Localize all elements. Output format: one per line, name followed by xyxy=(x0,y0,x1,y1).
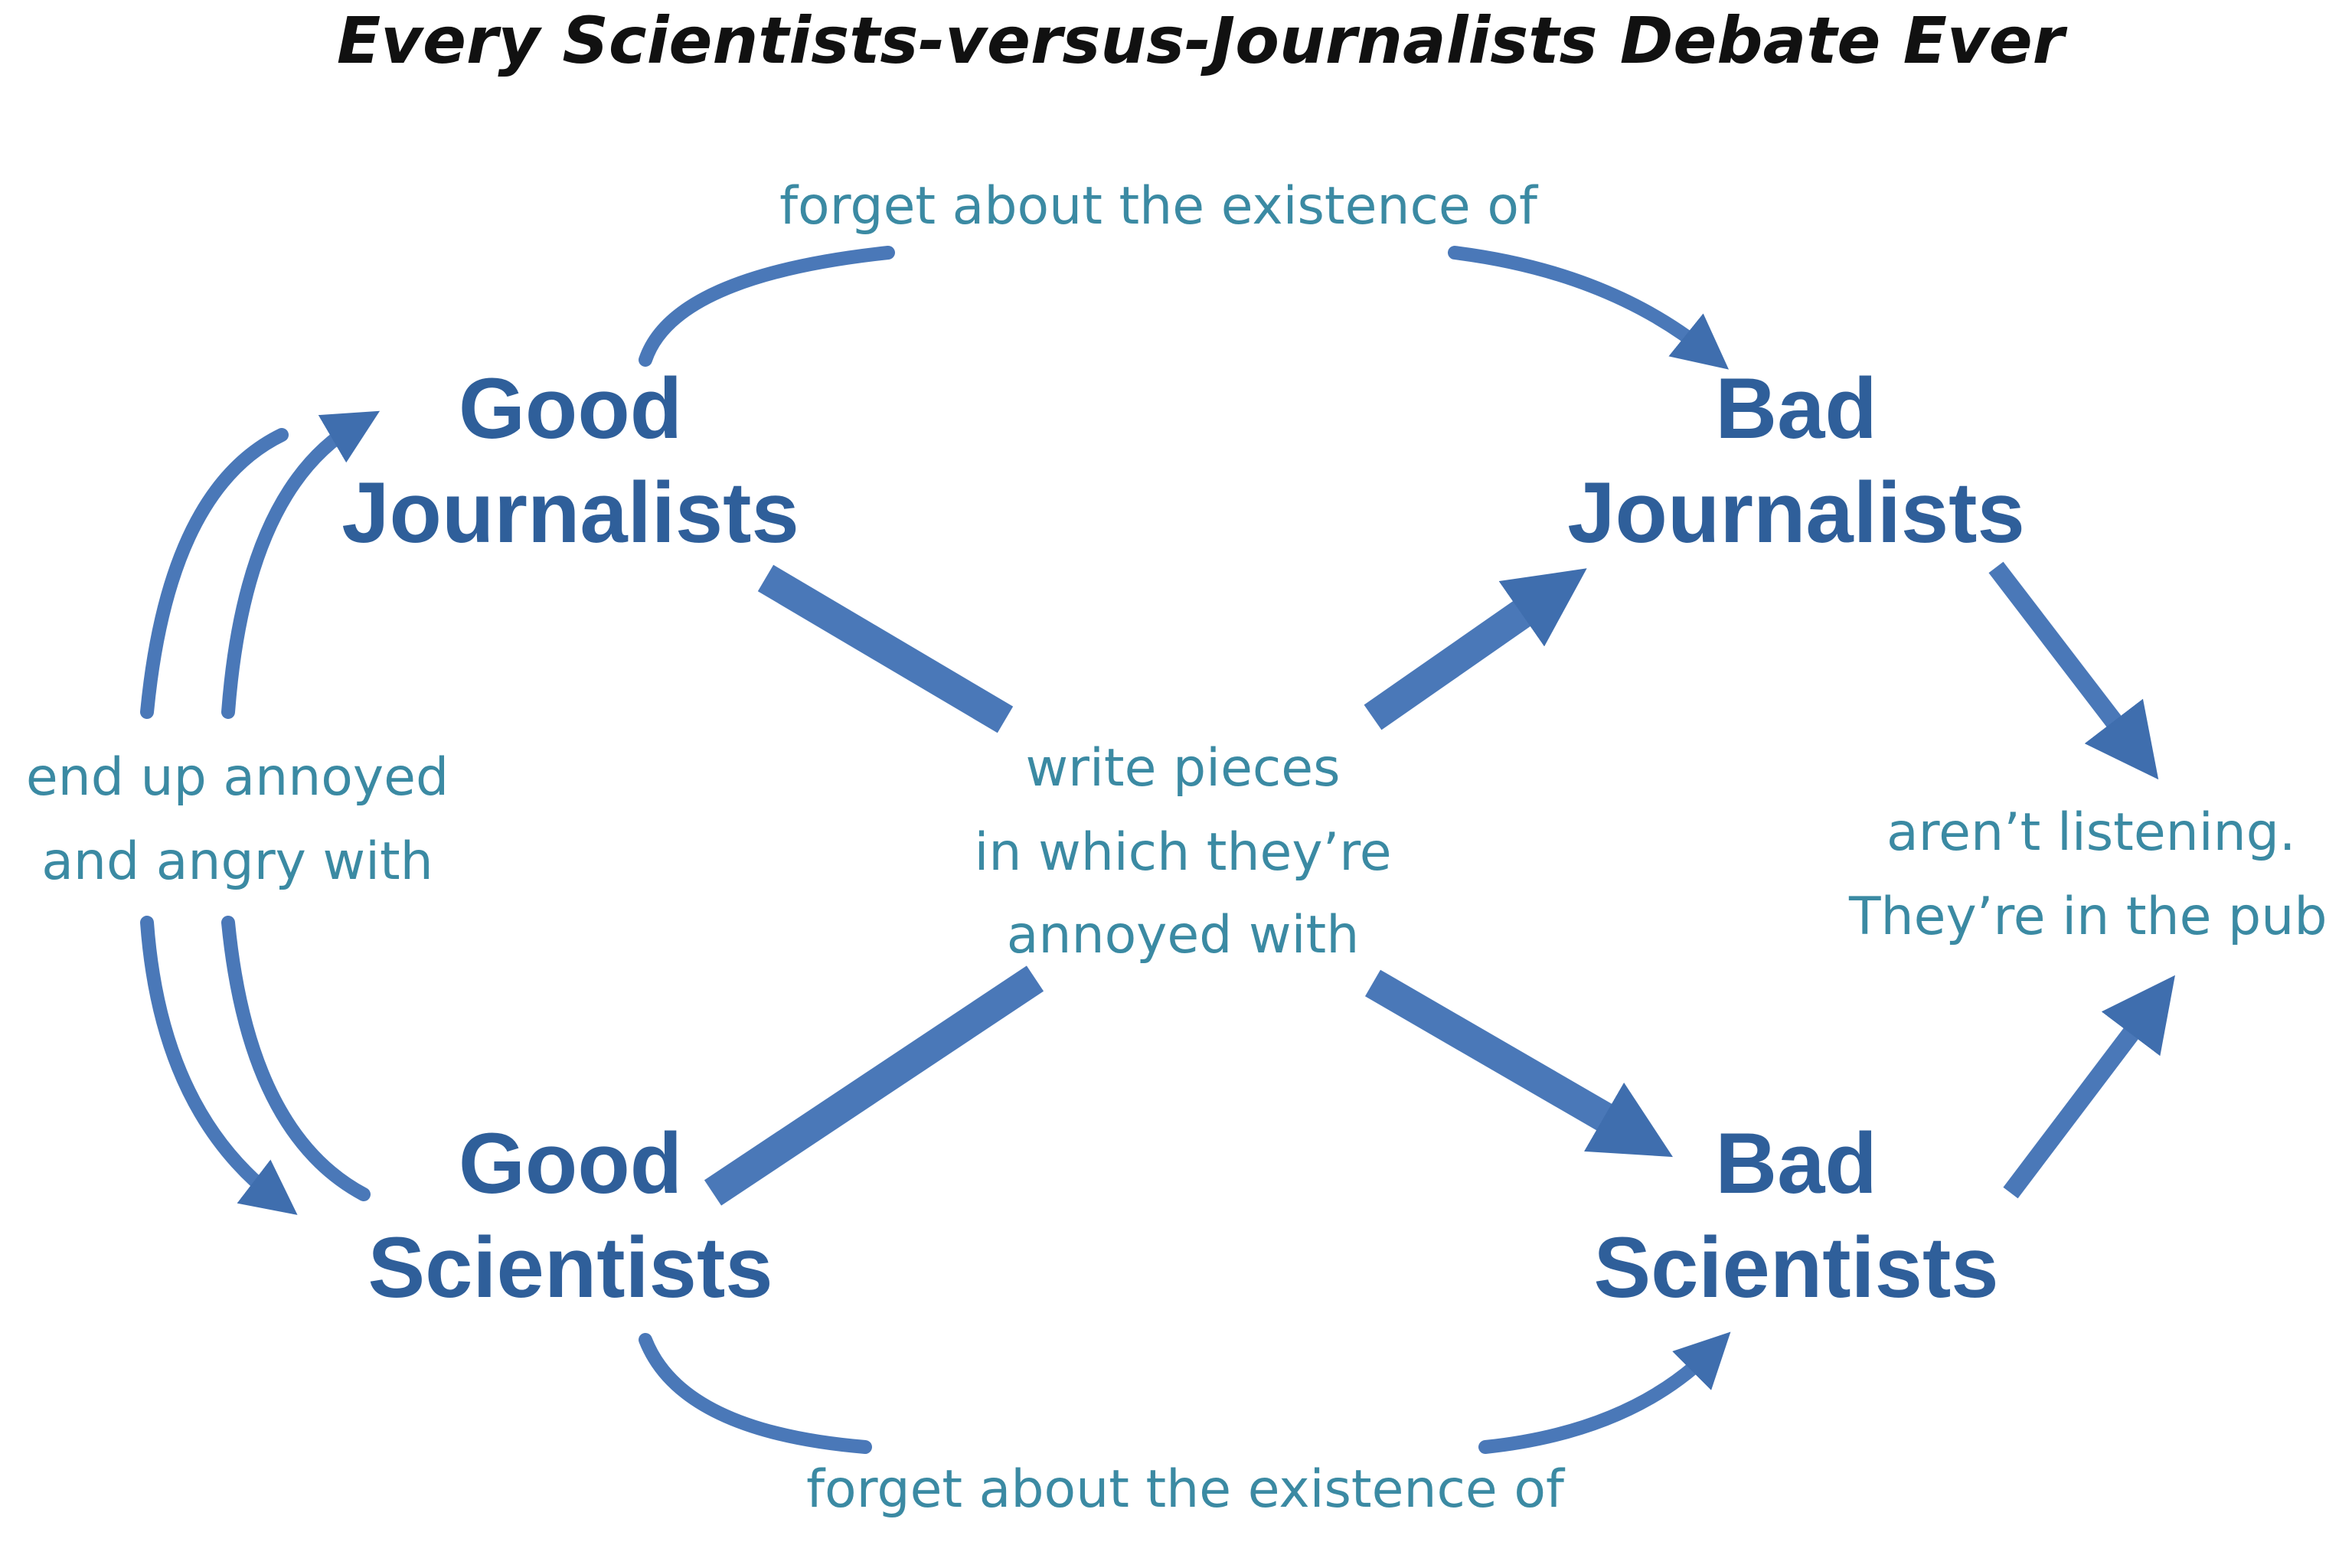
edge-label-bottom: forget about the existence of xyxy=(806,1459,1566,1520)
edge-label-line: aren’t listening. xyxy=(1886,802,2296,863)
arrow-bs-to-right xyxy=(2003,975,2175,1199)
node-line: Journalists xyxy=(341,465,799,560)
arrow-left-outer-end xyxy=(140,916,298,1215)
edge-label-left: end up annoyed and angry with xyxy=(26,747,449,892)
edge-label-center: write pieces in which they’re annoyed wi… xyxy=(974,738,1391,965)
arrow-left-inner-start xyxy=(221,916,371,1201)
edge-label-line: and angry with xyxy=(41,831,433,892)
edge-label-line: write pieces xyxy=(1025,738,1340,799)
node-line: Journalists xyxy=(1567,465,2025,560)
arrow-top-start xyxy=(639,246,895,367)
node-line: Good xyxy=(459,1116,682,1211)
node-bad-journalists: Bad Journalists xyxy=(1567,361,2025,560)
node-line: Bad xyxy=(1715,1116,1877,1211)
arrow-top-end xyxy=(1448,246,1730,370)
diagram-title: Every Scientists-versus-Journalists Deba… xyxy=(337,3,2068,78)
edge-label-right: aren’t listening. They’re in the pub xyxy=(1848,802,2327,947)
arrow-left-outer-start xyxy=(140,428,289,719)
arrow-gj-to-center xyxy=(757,564,1014,733)
arrow-center-to-bs xyxy=(1364,969,1673,1158)
node-bad-scientists: Bad Scientists xyxy=(1593,1116,1998,1315)
node-line: Scientists xyxy=(1593,1220,1998,1315)
node-line: Scientists xyxy=(368,1220,773,1315)
edge-label-line: end up annoyed xyxy=(26,747,449,808)
node-line: Bad xyxy=(1715,361,1877,456)
arrow-bj-to-right xyxy=(1988,561,2159,780)
node-good-journalists: Good Journalists xyxy=(341,361,799,560)
node-good-scientists: Good Scientists xyxy=(368,1116,773,1315)
arrow-bottom-start xyxy=(639,1333,872,1454)
edge-label-line: They’re in the pub xyxy=(1848,887,2327,947)
arrow-gs-to-center xyxy=(704,965,1044,1206)
node-line: Good xyxy=(459,361,682,456)
arrow-left-inner-end xyxy=(221,410,381,719)
edge-label-top: forget about the existence of xyxy=(779,176,1539,237)
arrow-center-to-bj xyxy=(1364,568,1587,730)
edge-label-line: annoyed with xyxy=(1007,905,1360,965)
edge-label-line: in which they’re xyxy=(974,822,1391,883)
arrow-bottom-end xyxy=(1478,1331,1731,1454)
